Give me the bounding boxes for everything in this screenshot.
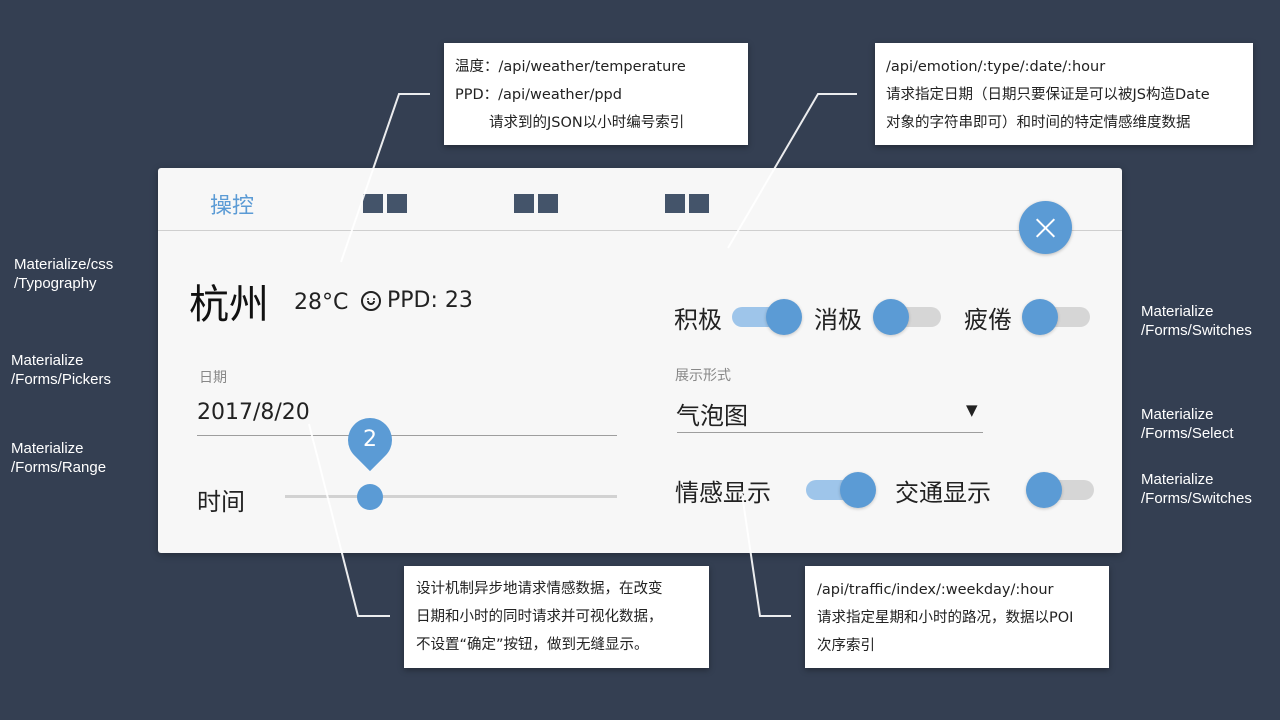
tab-control[interactable]: 操控	[210, 194, 255, 219]
switch-emotion-display[interactable]	[806, 471, 876, 508]
note-line: /api/traffic/index/:weekday/:hour	[817, 582, 1054, 598]
note-line: 不设置“确定”按钮，做到无缝显示。	[416, 637, 649, 653]
note-weather-api: 温度：/api/weather/temperature PPD：/api/wea…	[444, 43, 748, 145]
label-typography: Materialize/css /Typography	[14, 256, 114, 292]
note-line: PPD：/api/weather/ppd	[455, 87, 622, 103]
date-picker-input[interactable]: 2017/8/20	[197, 400, 310, 425]
chevron-down-icon[interactable]: ▼	[966, 401, 978, 419]
note-line: 请求到的JSON以小时编号索引	[489, 115, 685, 131]
label-switches-top: Materialize /Forms/Switches	[1141, 303, 1252, 339]
note-line: /api/emotion/:type/:date/:hour	[886, 59, 1106, 75]
switch-label-negative: 消极	[814, 306, 862, 334]
note-traffic-api: /api/traffic/index/:weekday/:hour 请求指定星期…	[805, 566, 1109, 668]
switch-negative[interactable]	[873, 298, 943, 335]
switch-label-positive: 积极	[674, 306, 722, 334]
switch-fatigue[interactable]	[1022, 298, 1092, 335]
label-pickers: Materialize /Forms/Pickers	[11, 352, 112, 388]
note-line: 次序索引	[817, 638, 875, 654]
label-range: Materialize /Forms/Range	[11, 440, 107, 476]
tab-bar: 操控	[158, 168, 1122, 231]
switch-traffic-display[interactable]	[1026, 471, 1096, 508]
note-line: 温度：/api/weather/temperature	[455, 59, 686, 75]
display-mode-select[interactable]: 气泡图	[676, 402, 748, 430]
note-line: 对象的字符串即可）和时间的特定情感维度数据	[886, 115, 1191, 131]
time-label: 时间	[197, 488, 245, 516]
close-icon[interactable]	[1019, 201, 1072, 254]
time-range-thumb[interactable]	[357, 484, 383, 510]
switch-positive[interactable]	[732, 298, 802, 335]
tab-4[interactable]	[665, 194, 709, 214]
temperature: 28°C	[294, 290, 349, 315]
range-value: 2	[363, 427, 377, 452]
display-mode-label: 展示形式	[675, 368, 731, 384]
date-label: 日期	[199, 370, 227, 386]
note-line: 请求指定星期和小时的路况，数据以POI	[817, 610, 1074, 626]
time-range-track[interactable]	[285, 495, 617, 498]
note-line: 日期和小时的同时请求并可视化数据，	[416, 609, 663, 625]
tab-2[interactable]	[363, 194, 407, 214]
date-underline	[197, 435, 617, 436]
note-emotion-api: /api/emotion/:type/:date/:hour 请求指定日期（日期…	[875, 43, 1253, 145]
smile-icon	[361, 290, 381, 311]
control-panel-card: 操控 杭州 28°C PPD: 23 日期 2017/8/20 时间 2 积极 …	[158, 168, 1122, 553]
select-underline	[677, 432, 983, 433]
label-switches-bottom: Materialize /Forms/Switches	[1141, 471, 1252, 507]
city-name: 杭州	[189, 282, 269, 328]
note-line: 请求指定日期（日期只要保证是可以被JS构造Date	[886, 87, 1210, 103]
switch-label-traffic-display: 交通显示	[895, 479, 991, 507]
ppd-value: PPD: 23	[387, 288, 473, 313]
switch-label-emotion-display: 情感显示	[675, 479, 771, 507]
note-line: 设计机制异步地请求情感数据，在改变	[416, 581, 663, 597]
switch-label-fatigue: 疲倦	[964, 306, 1012, 334]
note-design: 设计机制异步地请求情感数据，在改变 日期和小时的同时请求并可视化数据， 不设置“…	[404, 566, 709, 668]
label-select: Materialize /Forms/Select	[1141, 406, 1234, 442]
ppd-display: PPD: 23	[361, 288, 473, 313]
tab-3[interactable]	[514, 194, 558, 214]
